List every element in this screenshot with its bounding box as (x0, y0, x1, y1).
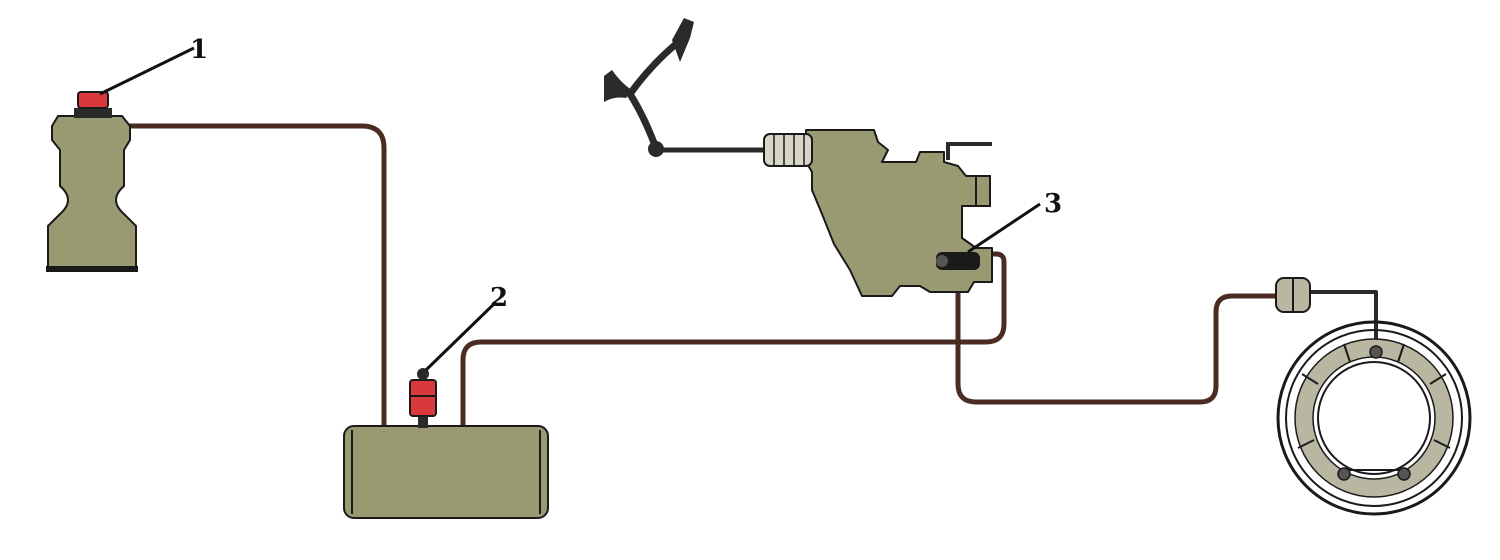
pipe-compressor-reservoir (125, 123, 387, 431)
pipes (125, 123, 1378, 431)
brake-pedal (604, 18, 766, 157)
pedal-pivot (648, 141, 664, 157)
drum-lining-outline-outer (1294, 338, 1454, 498)
brake-chamber (1275, 277, 1311, 313)
brake-drum (1276, 320, 1472, 516)
valve-right-port (975, 175, 991, 207)
reservoir-valve-2 (409, 379, 437, 417)
reservoir-valve-stem (418, 414, 428, 428)
drum-rim-inner (1285, 329, 1463, 507)
compressor-body (47, 115, 137, 271)
leader-line-2 (424, 300, 498, 372)
valve-spring-coils (773, 134, 805, 166)
drum-hub-opening (1317, 361, 1431, 475)
reservoir-body (343, 425, 549, 519)
valve-outlet-3 (936, 252, 980, 270)
pipe-reservoir-valve (460, 251, 1007, 431)
pedal-stop (604, 70, 632, 102)
valve-body (805, 129, 993, 297)
drum-outer-rim (1276, 320, 1472, 516)
pedal-pad (672, 18, 694, 62)
leader-line-1 (99, 46, 195, 96)
compressor-head (74, 108, 112, 118)
drum-shoe-ribs (1297, 343, 1451, 449)
drum-anchor-right (1397, 467, 1411, 481)
compressor-base (46, 266, 138, 272)
compressor-valve-1 (77, 91, 109, 109)
air-reservoir: 2 (343, 283, 549, 519)
valve-spring (763, 133, 813, 167)
callout-2: 2 (490, 283, 508, 313)
callout-1: 1 (190, 35, 208, 65)
leader-line-3 (967, 202, 1041, 254)
valve-top-fitting (946, 142, 992, 160)
compressor: 1 (46, 35, 208, 272)
pipe-valve-chamber (955, 287, 1281, 405)
brake-valve: 3 (763, 129, 1062, 297)
drum-anchor-left (1337, 467, 1351, 481)
valve-outlet-nut (936, 255, 948, 267)
reservoir-valve-cap (417, 368, 429, 380)
callout-3: 3 (1044, 189, 1062, 219)
drum-cam (1369, 345, 1383, 359)
pedal-arm (625, 40, 680, 152)
